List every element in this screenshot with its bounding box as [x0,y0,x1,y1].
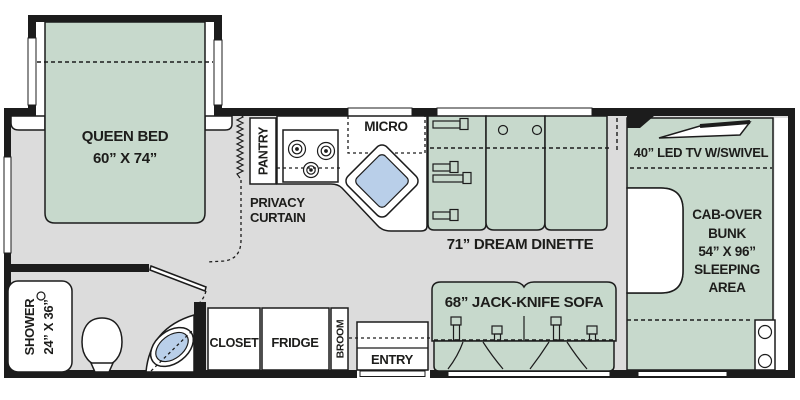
windshield-strip [774,118,788,370]
pantry-label: PANTRY [257,126,271,175]
top-wall-left [4,108,28,116]
window [436,107,593,117]
privacy-curtain-label: PRIVACY [250,195,305,210]
dinette: 71” DREAM DINETTE [427,115,618,253]
dinette-label: 71” DREAM DINETTE [447,236,594,253]
fridge-box [261,307,330,371]
sofa-seam [566,341,588,370]
entry: ENTRY [349,321,432,371]
broom-label: BROOM [335,319,347,358]
shower-size-label: 24” X 36” [41,299,56,354]
slideout-top-wall [28,15,222,22]
queen-bed-size-label: 60” X 74” [93,150,157,167]
seatbelt-icons [450,316,598,342]
bunk-label-4: SLEEPING [694,262,760,277]
bedside-shelf-left [10,115,46,131]
bathroom: SHOWER 24” X 36” [4,264,207,373]
door-swing-arc [194,290,207,307]
window [3,156,12,254]
sofa-seam [482,341,504,370]
closet-box [207,307,261,371]
cupholder-icon [757,324,773,340]
bedside-shelf-right [204,115,233,131]
wall-stub [194,302,206,372]
toilet-base [89,362,115,373]
cab-area: 40” LED TV W/SWIVEL CAB-OVER BUNK 54” X … [626,116,788,371]
privacy-curtain-label2: CURTAIN [250,210,305,225]
bathroom-wall [4,264,149,272]
entry-step [359,370,426,377]
sofa-label: 68” JACK-KNIFE SOFA [445,294,604,311]
cab-wall-corner [627,116,654,128]
window [447,371,611,377]
toilet-icon [81,317,123,367]
storage-row: CLOSET FRIDGE BROOM [207,307,349,371]
window [213,39,223,106]
privacy-curtain-path [206,180,242,263]
shower-pan [7,280,73,373]
window [27,37,37,106]
cupholder-icon [757,353,773,369]
cab-passthrough [626,187,684,294]
queen-bed: QUEEN BED 60” X 74” [37,21,213,224]
vanity-dash-line [150,328,195,372]
cab-console [754,319,776,371]
bathroom-door-icon [149,264,207,293]
entry-landing [356,321,429,371]
cupholder-icon [497,124,509,136]
tv-label: 40” LED TV W/SWIVEL [634,145,769,160]
seatbelt-icons [432,117,472,222]
cupholder-icon [531,124,543,136]
sofa-seam [529,341,550,370]
broom-cabinet [330,307,349,371]
shower-drain-icon [36,291,46,301]
sofa-seat [433,340,615,372]
bunk-label-5: AREA [708,280,746,295]
dinette-table [485,115,546,231]
microwave-outline [347,116,426,154]
shower-label: SHOWER [22,298,37,356]
dinette-bench-right [544,115,608,231]
fridge-label: FRIDGE [271,335,319,350]
queen-bed-label: QUEEN BED [82,128,169,145]
entry-label: ENTRY [371,352,414,367]
micro-label: MICRO [364,119,408,134]
bunk-label-3: 54” X 96” [698,244,755,259]
sofa-back [431,281,617,342]
window [347,107,413,117]
queen-bed-shape [44,21,206,224]
window [637,371,728,377]
sink-icon [345,144,419,218]
bunk-label-1: CAB-OVER [692,207,762,222]
bunk-label-2: BUNK [708,226,746,241]
sofa-seam [447,341,464,370]
jack-knife-sofa: 68” JACK-KNIFE SOFA [431,281,631,372]
closet-label: CLOSET [210,336,260,350]
privacy-curtain-line [235,113,245,179]
kitchen: PRIVACY CURTAIN PANTRY MICRO [206,113,428,263]
pantry-cabinet [249,117,277,185]
tv-icon-top [699,120,751,128]
burner-icons [287,139,336,179]
right-wall [788,108,795,378]
